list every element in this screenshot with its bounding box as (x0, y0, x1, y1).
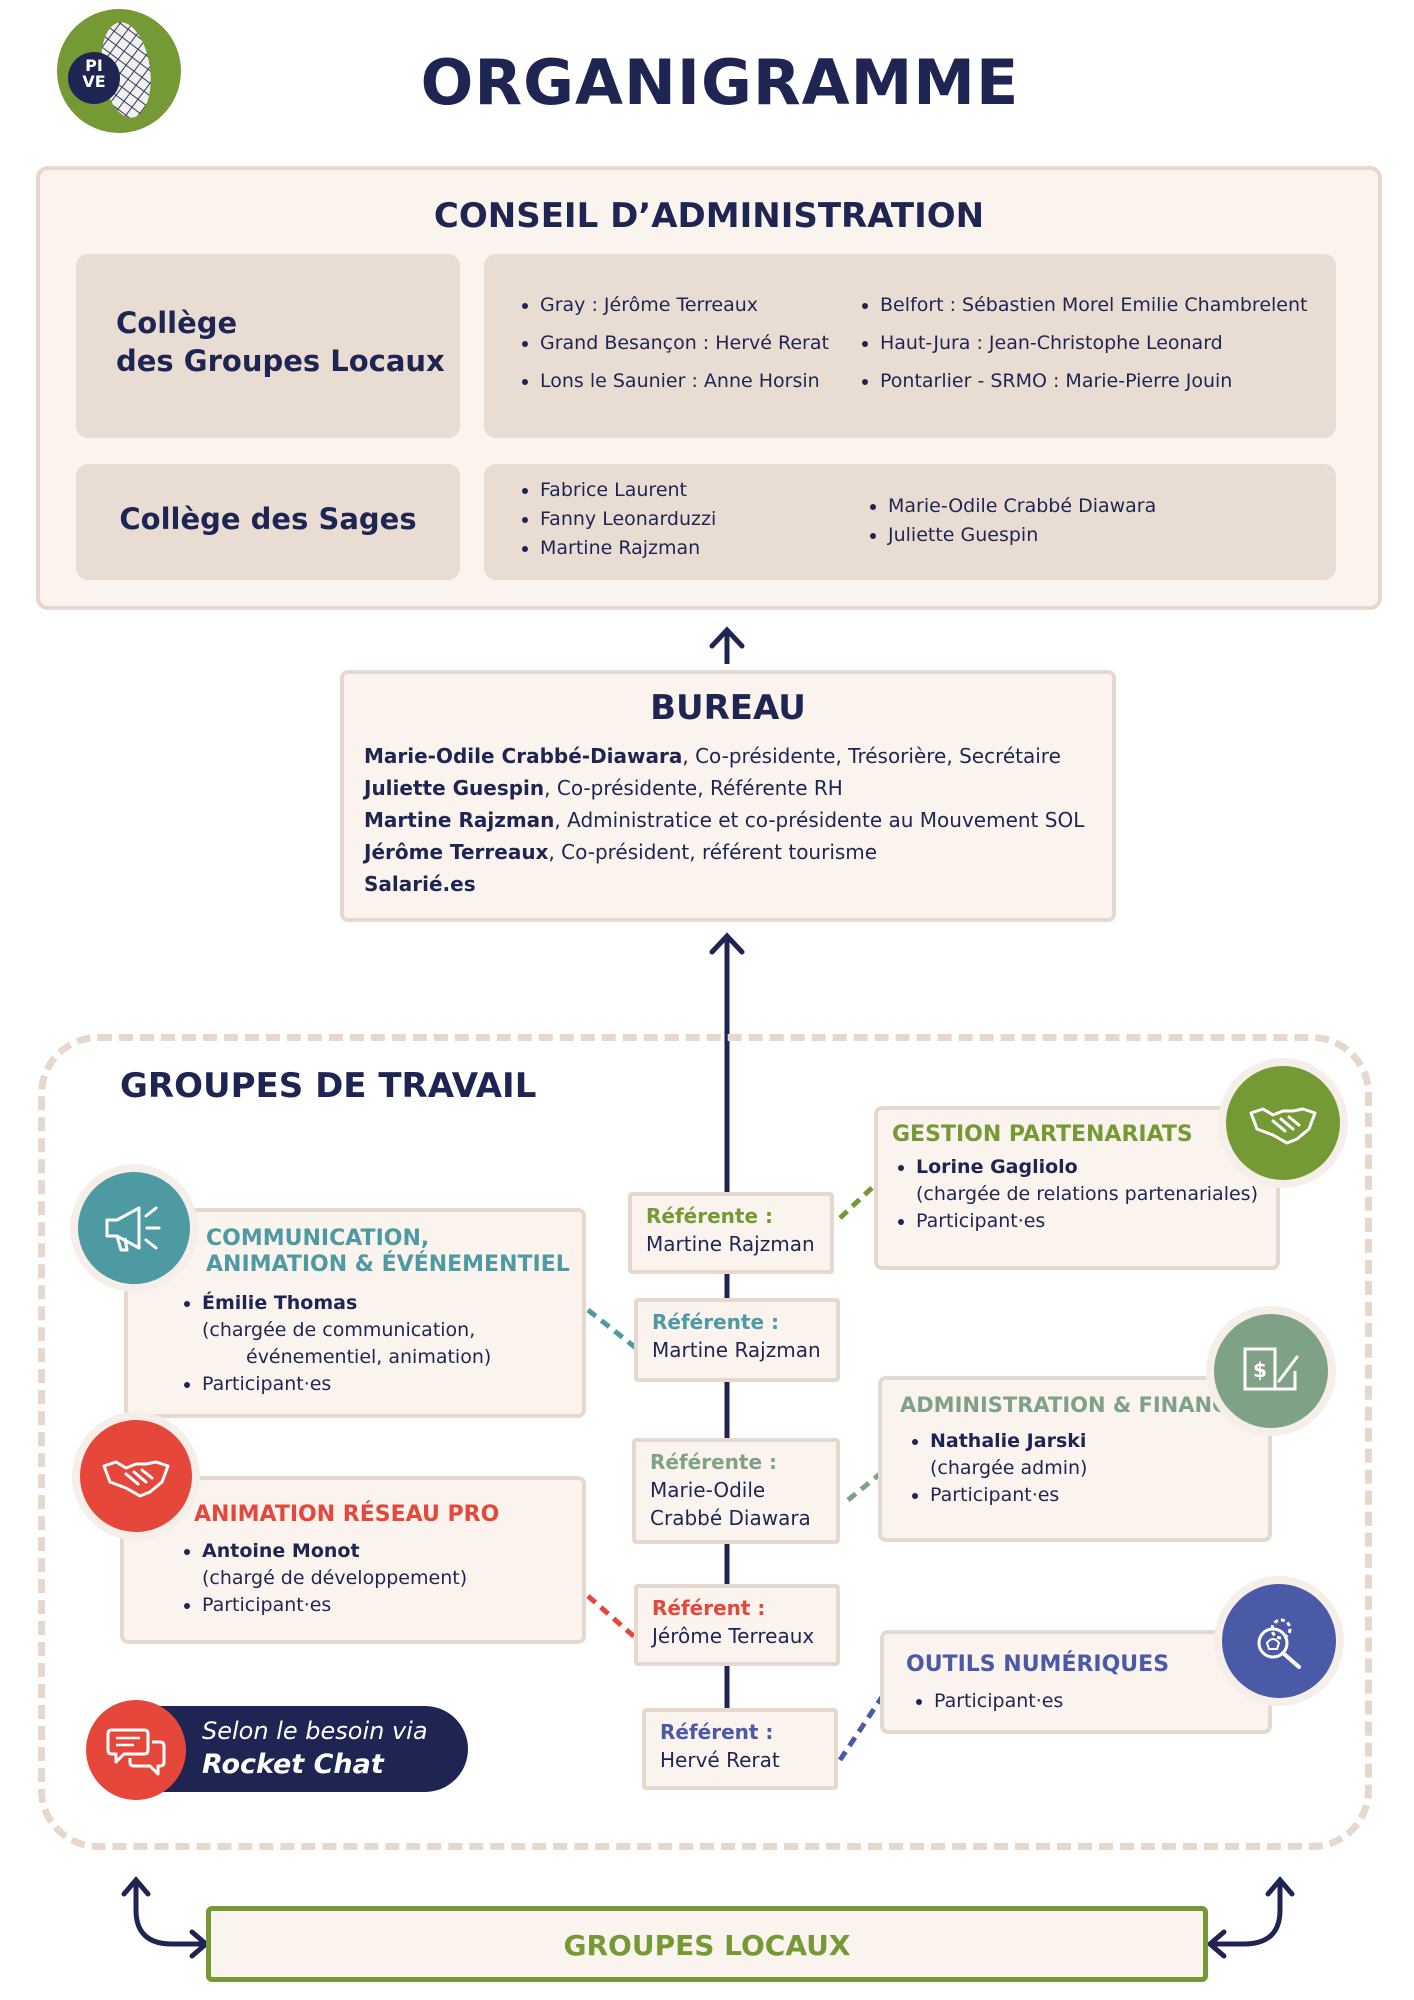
communication-title-2: ANIMATION & ÉVÉNEMENTIEL (206, 1252, 570, 1277)
groupes-container (38, 1034, 1372, 1850)
referent-box: Référente : Marie-Odile Crabbé Diawara (632, 1438, 840, 1544)
communication-list: Émilie Thomas(chargée de communication,é… (174, 1290, 491, 1398)
outils-list: Participant·es (906, 1688, 1063, 1715)
connector-partenariats (838, 1182, 878, 1220)
arrowhead-conseil (709, 626, 745, 649)
referent-box: Référent : Jérôme Terreaux (634, 1584, 840, 1666)
list-item: Participant·es (934, 1688, 1063, 1715)
partenariats-title: GESTION PARTENARIATS (892, 1122, 1193, 1147)
outils-title: OUTILS NUMÉRIQUES (906, 1652, 1170, 1677)
arrowhead-bureau (709, 932, 745, 955)
college-gl-list-right: Belfort : Sébastien Morel Emilie Chambre… (852, 286, 1307, 400)
logo: PI VE (56, 8, 182, 134)
search-icon (1214, 1576, 1344, 1706)
list-item: Martine Rajzman (540, 534, 716, 563)
admin-card (878, 1376, 1272, 1542)
bureau-panel: BUREAU Marie-Odile Crabbé-Diawara, Co-pr… (340, 670, 1116, 922)
bureau-row: Juliette Guespin, Co-présidente, Référen… (364, 776, 843, 800)
logo-line-2: VE (82, 72, 106, 91)
college-sages-label-box: Collège des Sages (76, 464, 460, 580)
handshake-icon (72, 1412, 200, 1540)
bureau-list: Marie-Odile Crabbé-Diawara, Co-président… (364, 740, 1084, 900)
connector-admin (846, 1472, 882, 1502)
chat-bubbles-icon (86, 1700, 186, 1800)
bureau-row: Martine Rajzman, Administratice et co-pr… (364, 808, 1085, 832)
list-item: Participant·es (916, 1208, 1258, 1235)
partenariats-card (874, 1106, 1280, 1270)
college-gl-label-1: Collège (116, 306, 238, 340)
logo-icon (57, 9, 181, 133)
list-item: Haut-Jura : Jean-Christophe Leonard (880, 324, 1307, 362)
partenariats-list: Lorine Gagliolo(chargée de relations par… (888, 1154, 1258, 1235)
bureau-row: Marie-Odile Crabbé-Diawara, Co-président… (364, 744, 1061, 768)
rocket-chat-line-2: Rocket Chat (202, 1749, 384, 1780)
communication-card (124, 1208, 586, 1418)
communication-title-1: COMMUNICATION, (206, 1226, 430, 1251)
college-gl-label-box: Collège des Groupes Locaux (76, 254, 460, 438)
list-item: Grand Besançon : Hervé Rerat (540, 324, 829, 362)
rocket-chat-line-1: Selon le besoin via (202, 1717, 428, 1745)
list-item: Belfort : Sébastien Morel Emilie Chambre… (880, 286, 1307, 324)
connector-reseau (586, 1594, 640, 1642)
bureau-row: Jérôme Terreaux, Co-président, référent … (364, 840, 878, 864)
groupes-locaux-label: GROUPES LOCAUX (563, 1929, 851, 1962)
groupes-title: GROUPES DE TRAVAIL (120, 1066, 537, 1106)
list-item: Nathalie Jarski(chargée admin) (930, 1428, 1087, 1482)
reseau-list: Antoine Monot(chargé de développement) P… (174, 1538, 467, 1619)
college-sages-list-left: Fabrice Laurent Fanny Leonarduzzi Martin… (512, 476, 716, 563)
referent-box: Référent : Hervé Rerat (642, 1708, 838, 1790)
connector-outils (837, 1692, 887, 1762)
reseau-card (120, 1476, 586, 1644)
arrow-left-groupes-locaux (133, 1880, 204, 1947)
bureau-title: BUREAU (650, 688, 806, 728)
handshake-icon (1218, 1058, 1348, 1188)
groupes-locaux-box: GROUPES LOCAUX (206, 1906, 1208, 1982)
conseil-panel: CONSEIL D’ADMINISTRATION Collège des Gro… (36, 166, 1382, 610)
list-item: Gray : Jérôme Terreaux (540, 286, 829, 324)
list-item: Marie-Odile Crabbé Diawara (888, 492, 1156, 521)
reseau-title: ANIMATION RÉSEAU PRO (194, 1502, 500, 1527)
invoice-icon: $ (1206, 1306, 1336, 1436)
list-item: Lons le Saunier : Anne Horsin (540, 362, 829, 400)
college-sages-list-right: Marie-Odile Crabbé Diawara Juliette Gues… (860, 492, 1156, 550)
outils-card (880, 1630, 1272, 1734)
list-item: Fabrice Laurent (540, 476, 716, 505)
list-item: Émilie Thomas(chargée de communication,é… (202, 1290, 491, 1371)
bureau-row: Salarié.es (364, 872, 476, 896)
svg-text:$: $ (1253, 1358, 1267, 1382)
connector-communication (586, 1308, 638, 1350)
logo-line-1: PI (85, 56, 103, 75)
list-item: Pontarlier - SRMO : Marie-Pierre Jouin (880, 362, 1307, 400)
page-title: ORGANIGRAMME (420, 46, 1020, 119)
list-item: Fanny Leonarduzzi (540, 505, 716, 534)
list-item: Juliette Guespin (888, 521, 1156, 550)
list-item: Participant·es (930, 1482, 1087, 1509)
referent-box: Référente : Martine Rajzman (634, 1298, 840, 1382)
list-item: Participant·es (202, 1592, 467, 1619)
megaphone-icon (70, 1164, 198, 1292)
college-gl-list-box: Gray : Jérôme Terreaux Grand Besançon : … (484, 254, 1336, 438)
arrow-right-groupes-locaux (1212, 1880, 1283, 1947)
list-item: Participant·es (202, 1371, 491, 1398)
admin-list: Nathalie Jarski(chargée admin) Participa… (902, 1428, 1087, 1509)
college-gl-label-2: des Groupes Locaux (116, 344, 445, 378)
referent-box: Référente : Martine Rajzman (628, 1192, 834, 1274)
college-sages-label: Collège des Sages (119, 502, 417, 536)
list-item: Antoine Monot(chargé de développement) (202, 1538, 467, 1592)
admin-title: ADMINISTRATION & FINANCES (900, 1393, 1257, 1417)
list-item: Lorine Gagliolo(chargée de relations par… (916, 1154, 1258, 1208)
college-sages-list-box: Fabrice Laurent Fanny Leonarduzzi Martin… (484, 464, 1336, 580)
college-gl-list-left: Gray : Jérôme Terreaux Grand Besançon : … (512, 286, 829, 400)
conseil-title: CONSEIL D’ADMINISTRATION (433, 196, 985, 236)
